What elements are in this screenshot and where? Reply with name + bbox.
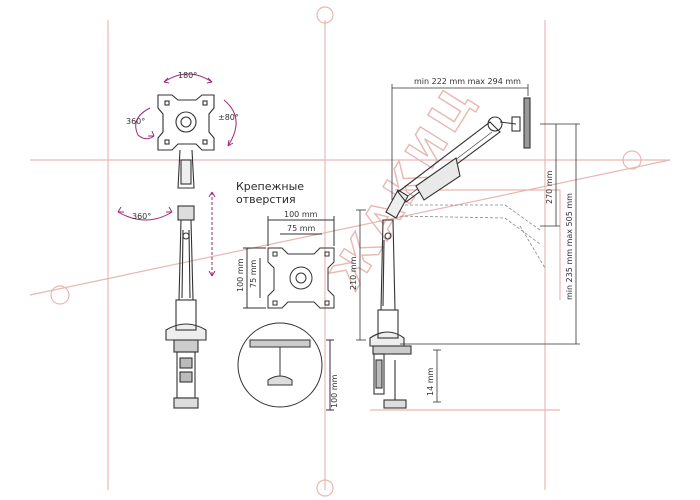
pole-height-label: 210 mm — [349, 256, 358, 290]
rotation-360-lower-label: 360° — [132, 212, 151, 221]
watermark: ЖАКИЦ — [29, 6, 671, 497]
side-view — [369, 97, 546, 409]
clamp-thickness-label: 100 mm — [330, 374, 339, 408]
clamp-min-label: 14 mm — [426, 367, 435, 396]
reach-horizontal-label: min 222 mm max 294 mm — [414, 77, 521, 86]
height-inner-label: 75 mm — [249, 259, 258, 288]
rotate-180-arrow — [163, 73, 213, 83]
rotation-arrows — [117, 73, 237, 277]
front-view — [157, 94, 215, 409]
rotation-80-label: ±80° — [218, 113, 239, 122]
width-inner-label: 75 mm — [287, 224, 316, 233]
reach-vertical-label: min 235 mm max 505 mm — [565, 193, 574, 300]
rotation-360-label: 360° — [126, 117, 145, 126]
rotation-180-label: 180° — [178, 71, 197, 80]
mounting-plate — [243, 216, 335, 309]
width-outer-label: 100 mm — [284, 210, 318, 219]
rotate-360-lower-arrow — [117, 211, 173, 221]
mounting-title-line1: Крепежные — [236, 180, 304, 193]
height-outer-label: 100 mm — [236, 258, 245, 292]
mounting-title-line2: отверстия — [236, 193, 296, 206]
tilt-80-arrow — [223, 99, 237, 147]
rotate-360-arrow — [135, 107, 155, 140]
clamp-detail — [237, 322, 334, 411]
side-dimensions — [356, 84, 580, 403]
watermark-text: ЖАКИЦ — [321, 74, 487, 297]
reach-height-270-label: 270 mm — [545, 170, 554, 204]
